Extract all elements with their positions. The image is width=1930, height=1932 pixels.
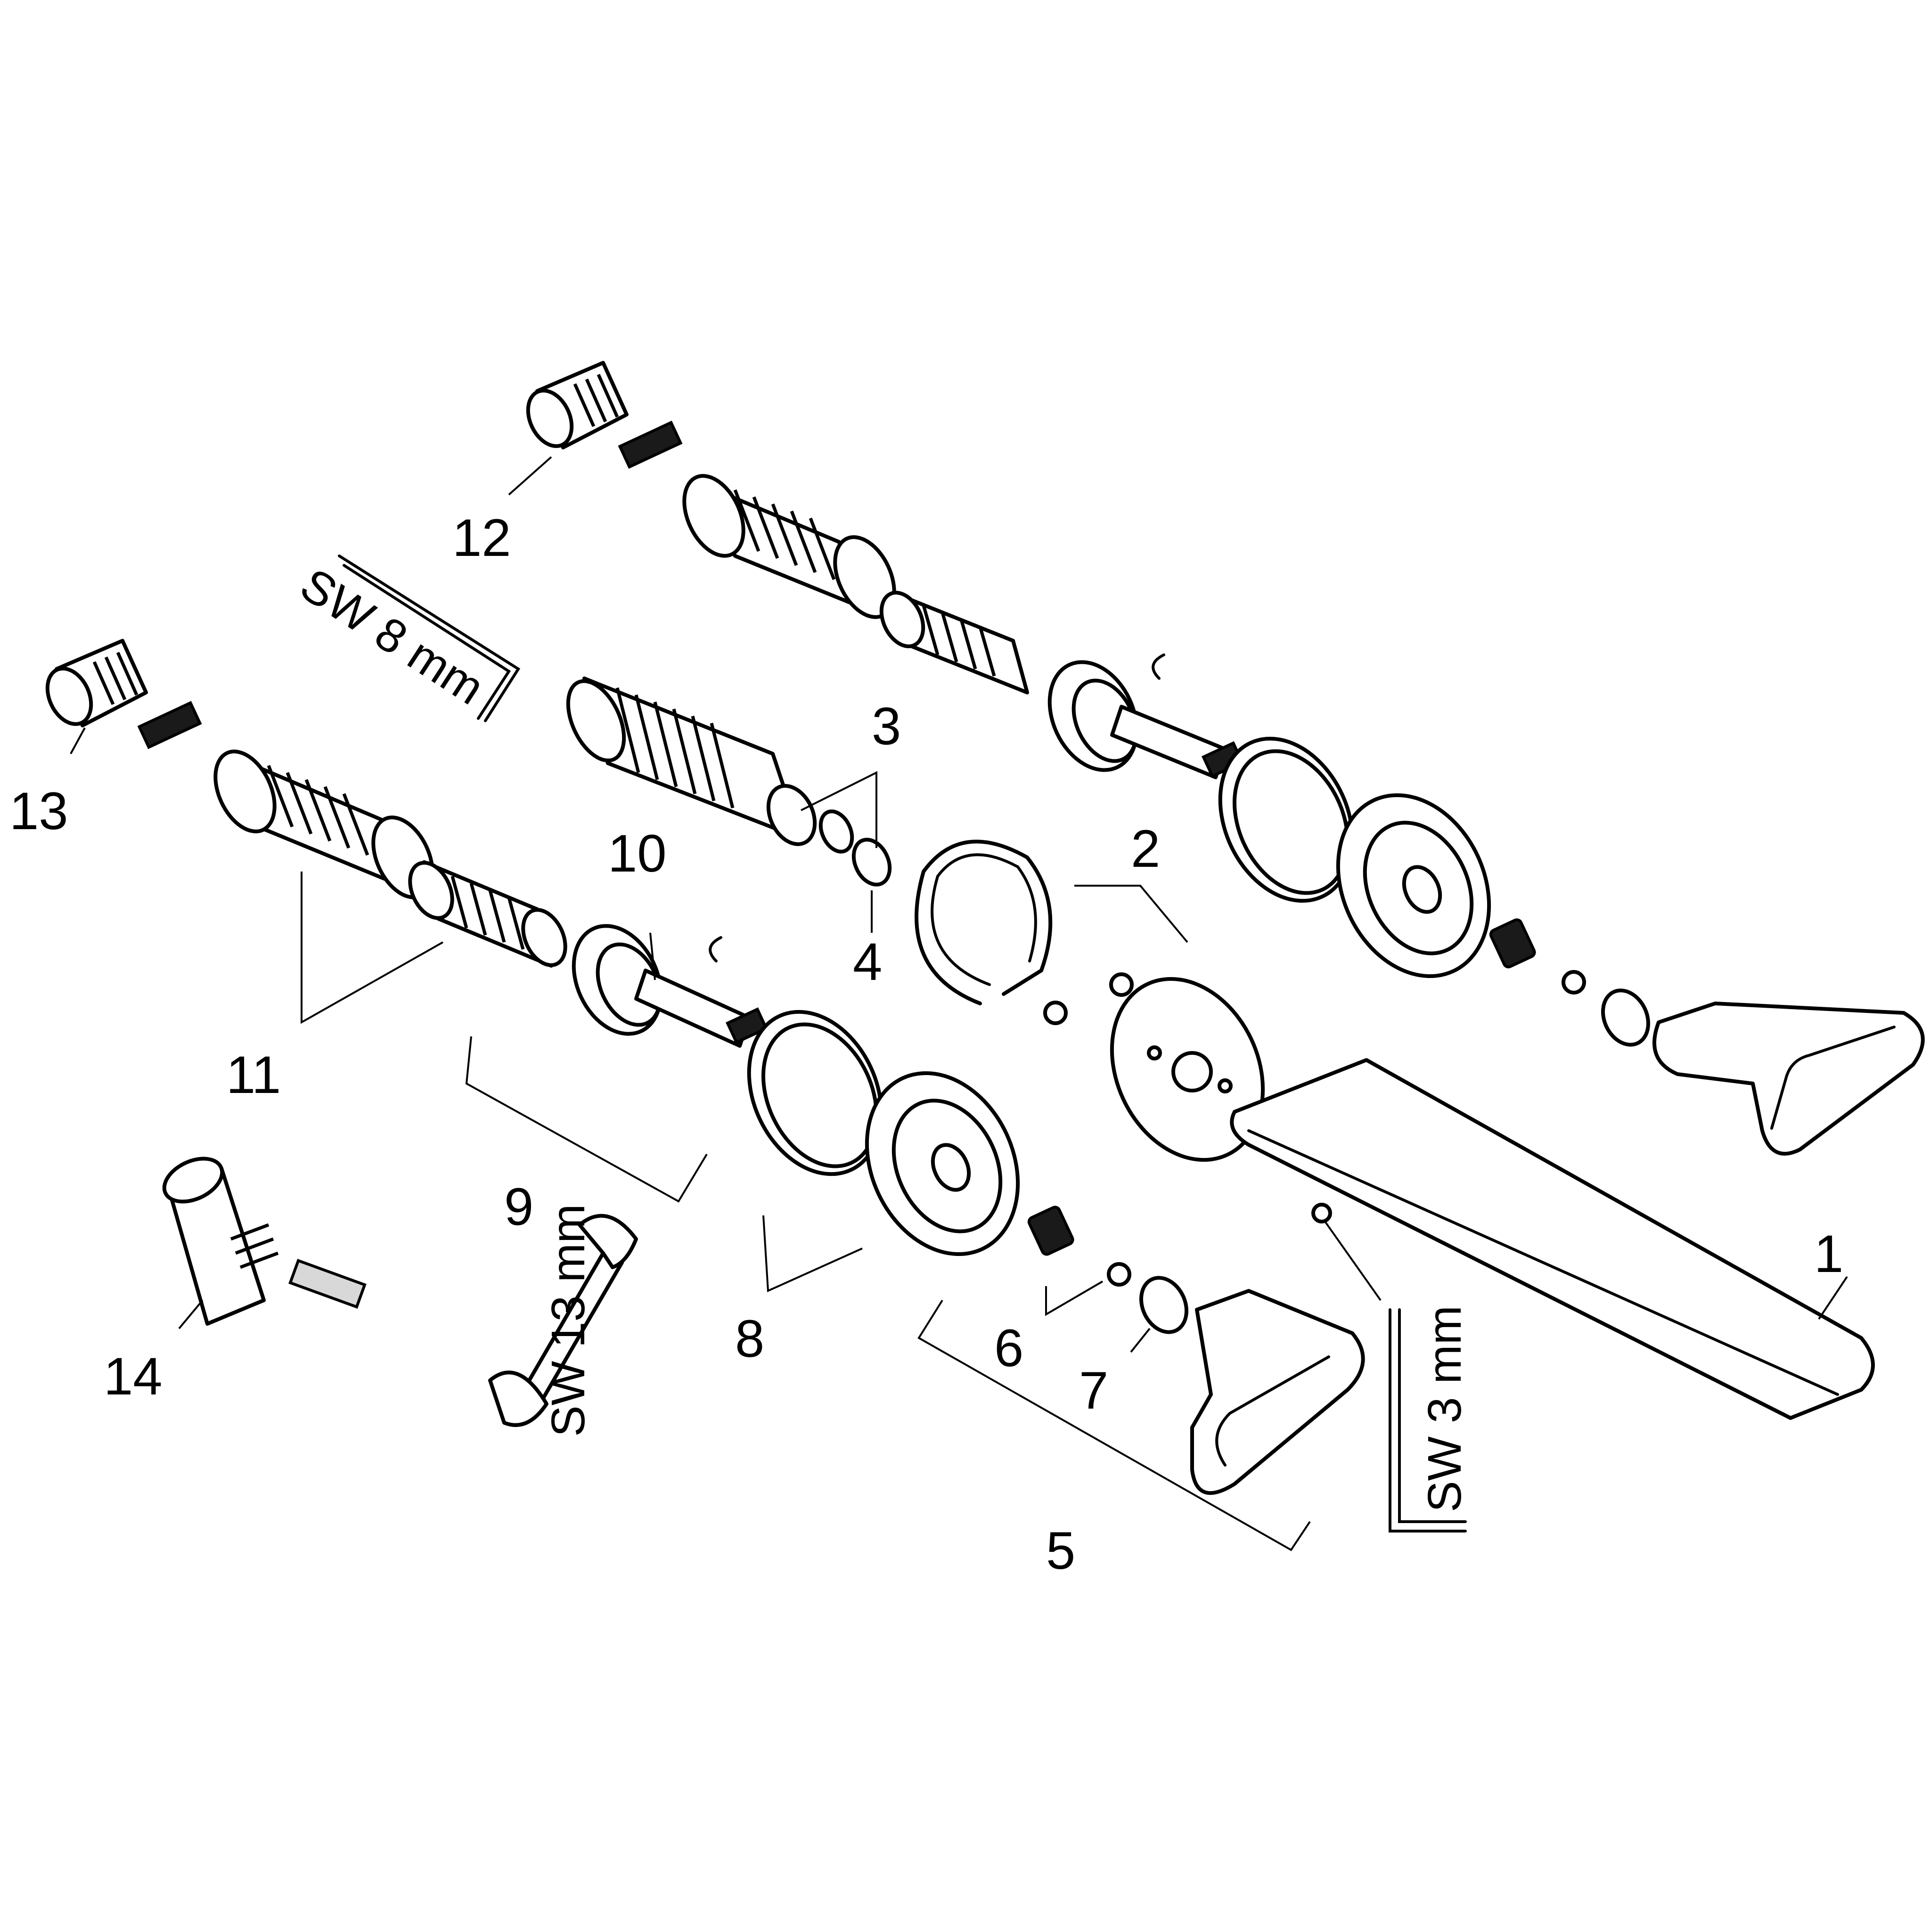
part-number-6: 6 [994, 1319, 1023, 1378]
part-number-4: 4 [853, 932, 882, 991]
part-number-3: 3 [872, 697, 901, 756]
part-number-2: 2 [1131, 819, 1160, 878]
part-number-9: 9 [504, 1177, 533, 1236]
flange-stem-upper [1047, 653, 1244, 779]
grub-screw-set-lower [1027, 1206, 1189, 1334]
hex-key-3mm-label: SW 3 mm [1418, 1305, 1471, 1512]
part-number-labels: 1 2 3 4 5 6 7 8 9 10 11 12 13 14 [9, 508, 1843, 1580]
wrench-13mm-label: SW 13 mm [542, 1204, 595, 1437]
part-number-5: 5 [1046, 1521, 1075, 1580]
threaded-rod-middle [566, 677, 854, 854]
extension-sleeve-upper [682, 474, 896, 619]
part-number-12: 12 [452, 508, 511, 567]
leader-lines [70, 456, 1848, 1551]
part-number-14: 14 [104, 1347, 163, 1406]
part-number-13: 13 [9, 782, 68, 840]
rings-upper [1218, 736, 1491, 978]
extension-sleeve-middle [213, 750, 567, 968]
part-number-7: 7 [1079, 1361, 1108, 1420]
split-ring [915, 840, 1053, 1005]
hex-key-3mm-tool: SW 3 mm [1389, 1305, 1471, 1533]
hex-key-8mm-tool: SW 8 mm [291, 554, 521, 722]
spindle-upper [879, 591, 1029, 694]
cartridge-middle [45, 639, 202, 750]
hex-key-8mm-label: SW 8 mm [291, 558, 493, 715]
handle-lower [1190, 1289, 1365, 1495]
o-ring-small [851, 838, 892, 887]
part-number-1: 1 [1814, 1224, 1843, 1283]
rings-lower [747, 1010, 1020, 1256]
cartridge-insert [162, 1157, 367, 1326]
spout-plate [1230, 1058, 1875, 1420]
wrench-13mm-tool: SW 13 mm [488, 1204, 638, 1437]
flange-stem-middle [572, 924, 769, 1048]
cover-plate [1043, 972, 1265, 1162]
part-number-11: 11 [226, 1045, 281, 1104]
part-number-10: 10 [608, 824, 667, 883]
part-number-8: 8 [735, 1309, 764, 1368]
cartridge-upper [526, 361, 683, 469]
handle-upper [1489, 918, 1925, 1156]
